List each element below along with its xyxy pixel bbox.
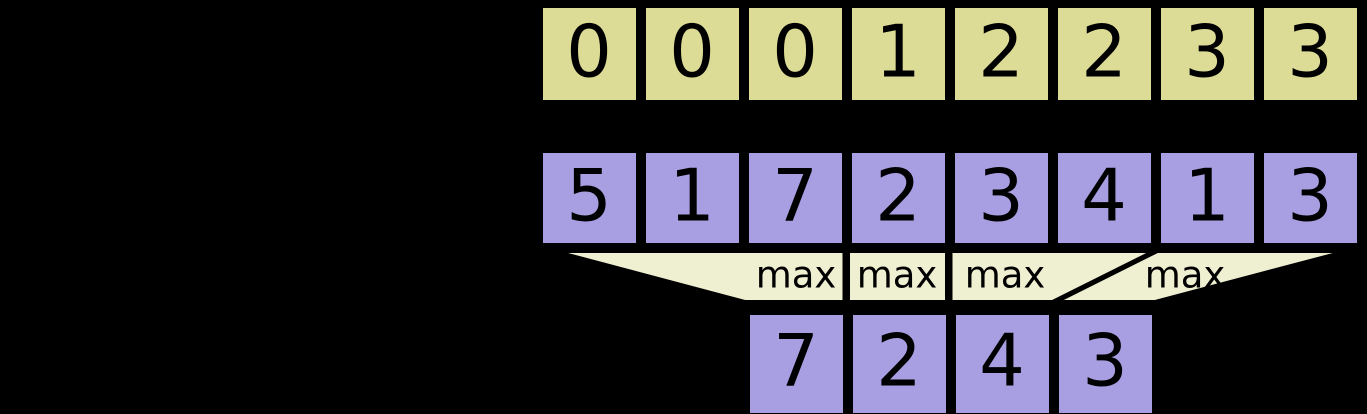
max-funnel-label: max [965,254,1046,297]
input-cell[interactable] [847,148,950,248]
max-funnel-label: max [756,254,837,297]
output-cell-value: 4 [979,319,1025,403]
padding-cell[interactable] [744,3,847,105]
output-cell[interactable] [745,310,848,414]
padding-cell-value: 0 [772,10,818,94]
input-cell-value: 1 [669,154,715,238]
input-cell[interactable] [744,148,847,248]
input-cell[interactable] [1156,148,1259,248]
padding-cell[interactable] [1053,3,1156,105]
input-cell[interactable] [1259,148,1362,248]
padding-cell-value: 2 [1081,10,1127,94]
padding-cell[interactable] [950,3,1053,105]
input-cell-value: 4 [1081,154,1127,238]
padding-cell-value: 3 [1184,10,1230,94]
input-row: 5 1 7 2 3 4 1 3 [538,148,1362,248]
padding-cell[interactable] [538,3,641,105]
padding-cell[interactable] [641,3,744,105]
padding-cell[interactable] [1259,3,1362,105]
output-row: 7 2 4 3 [745,310,1157,414]
output-cell[interactable] [951,310,1054,414]
padding-cell[interactable] [847,3,950,105]
input-cell-value: 5 [566,154,612,238]
output-cell[interactable] [1054,310,1157,414]
input-cell-value: 3 [978,154,1024,238]
max-funnel-label: max [857,254,938,297]
input-cell-value: 3 [1287,154,1333,238]
input-cell-value: 2 [875,154,921,238]
padding-cell[interactable] [1156,3,1259,105]
output-cell-value: 3 [1082,319,1128,403]
input-cell[interactable] [538,148,641,248]
input-cell-value: 1 [1184,154,1230,238]
input-cell[interactable] [641,148,744,248]
padding-cell-value: 0 [669,10,715,94]
padding-cell-value: 0 [566,10,612,94]
output-cell-value: 2 [876,319,922,403]
input-cell-value: 7 [772,154,818,238]
input-cell[interactable] [1053,148,1156,248]
padding-cell-value: 1 [875,10,921,94]
input-cell[interactable] [950,148,1053,248]
padding-row: 0 0 0 1 2 2 3 3 [538,3,1362,105]
funnel-divider-line [1051,248,1159,305]
padding-cell-value: 2 [978,10,1024,94]
max-funnel-label: max [1145,254,1226,297]
funnel-row: max max max max [548,248,1353,305]
output-cell[interactable] [848,310,951,414]
output-cell-value: 7 [773,319,819,403]
padding-cell-value: 3 [1287,10,1333,94]
